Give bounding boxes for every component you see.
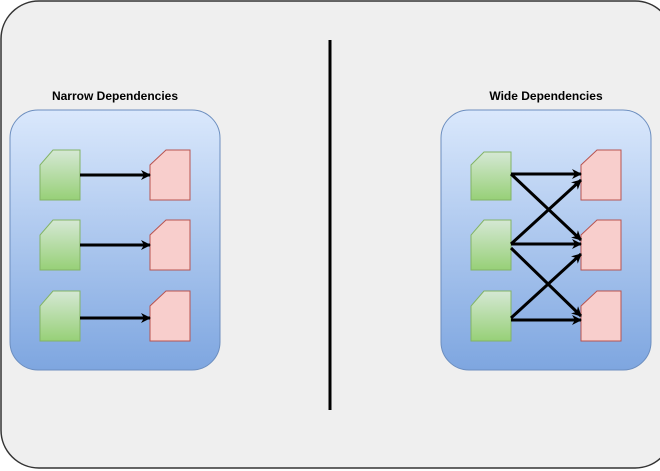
narrow-source-2 <box>39 219 81 271</box>
narrow-target-3 <box>149 290 191 342</box>
wide-dependencies-title: Wide Dependencies <box>489 89 603 103</box>
narrow-source-1 <box>39 149 81 201</box>
narrow-source-3 <box>39 290 81 342</box>
wide-source-1 <box>470 151 512 201</box>
wide-source-2 <box>470 219 512 271</box>
wide-arrow-2-3 <box>509 246 583 318</box>
wide-arrow-2-1 <box>509 178 583 246</box>
narrow-dependencies-title: Narrow Dependencies <box>52 89 178 103</box>
wide-source-3 <box>470 290 512 342</box>
wide-arrow-1-2 <box>509 172 583 242</box>
narrow-dependencies-section: Narrow Dependencies <box>9 89 221 371</box>
wide-dependencies-section: Wide Dependencies <box>440 89 652 371</box>
wide-arrow-3-2 <box>509 252 583 320</box>
